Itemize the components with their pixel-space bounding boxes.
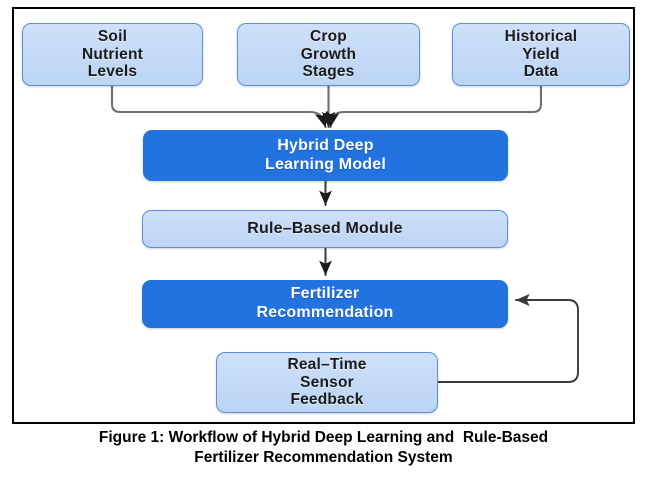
node-hybrid-deep-learning-model[interactable]: Hybrid Deep Learning Model: [143, 130, 508, 181]
figure-caption-line-2: Fertilizer Recommendation System: [194, 448, 453, 466]
node-fertilizer-label: Fertilizer Recommendation: [256, 285, 394, 321]
node-rule-based-module[interactable]: Rule–Based Module: [142, 210, 508, 248]
node-crop-growth-stages[interactable]: Crop Growth Stages: [237, 23, 420, 86]
node-soil-label: Soil Nutrient Levels: [81, 27, 143, 81]
node-real-time-sensor-feedback[interactable]: Real–Time Sensor Feedback: [216, 352, 438, 413]
figure-caption-line-1: Figure 1: Workflow of Hybrid Deep Learni…: [98, 429, 549, 446]
node-fertilizer-recommendation[interactable]: Fertilizer Recommendation: [142, 280, 508, 328]
node-hybrid-model-label: Hybrid Deep Learning Model: [264, 136, 387, 173]
node-historical-yield-data[interactable]: Historical Yield Data: [452, 23, 630, 86]
node-sensor-label: Real–Time Sensor Feedback: [287, 355, 367, 409]
node-soil-nutrient-levels[interactable]: Soil Nutrient Levels: [22, 23, 203, 86]
node-crop-label: Crop Growth Stages: [300, 27, 357, 81]
node-rule-module-label: Rule–Based Module: [247, 219, 403, 237]
node-historical-label: Historical Yield Data: [504, 27, 578, 81]
figure-caption: Figure 1: Workflow of Hybrid Deep Learni…: [12, 428, 635, 468]
